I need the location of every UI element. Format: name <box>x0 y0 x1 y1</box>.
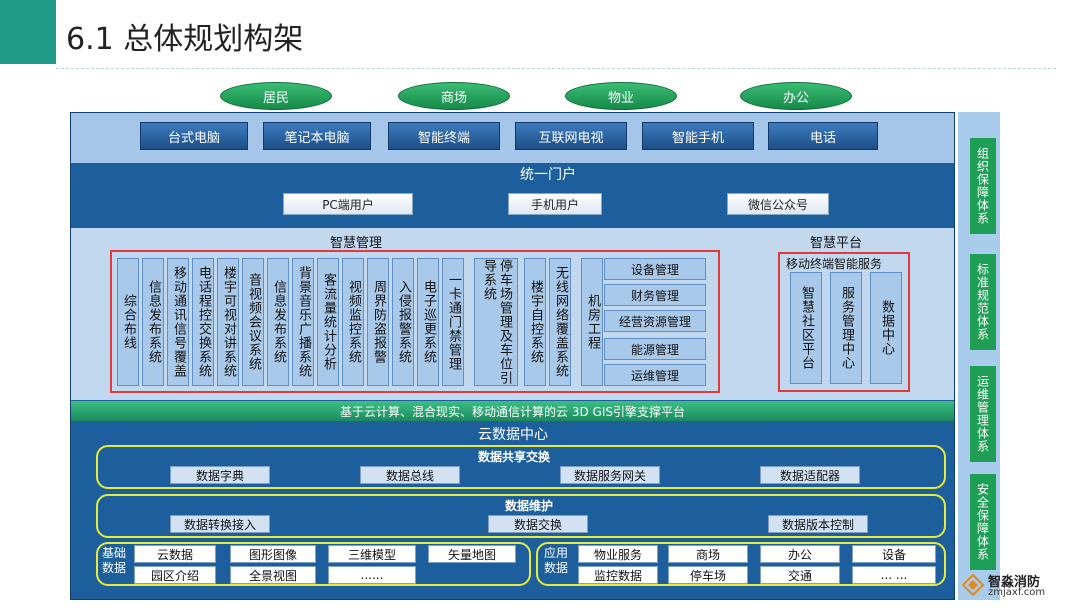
share-bus: 数据总线 <box>360 466 460 484</box>
mgmt-system-2: 移动通讯信号覆盖 <box>167 258 189 386</box>
mgmt-system-0: 综合布线 <box>117 258 139 386</box>
app-data-label: 应用数据 <box>544 546 569 575</box>
share-dictionary: 数据字典 <box>170 466 270 484</box>
title-accent-bar <box>0 0 56 64</box>
app-mall: 商场 <box>668 545 748 563</box>
device-desktop: 台式电脑 <box>140 122 248 150</box>
app-traffic: 交通 <box>760 566 840 584</box>
side-organization: 组织保障体系 <box>970 138 996 234</box>
smart-platform-box <box>778 252 910 392</box>
platform-service-center: 服务管理中心 <box>830 272 862 384</box>
mgmt-operations: 运维管理 <box>604 364 706 386</box>
maintain-version: 数据版本控制 <box>768 515 868 533</box>
data-maintain-box <box>96 494 946 538</box>
mgmt-system-5: 音视频会议系统 <box>242 258 264 386</box>
mgmt-system-3: 电话程控交换系统 <box>192 258 214 386</box>
app-parking: 停车场 <box>668 566 748 584</box>
mgmt-system-4: 楼宇可视对讲系统 <box>217 258 239 386</box>
mgmt-system-16: 无线网络覆盖系统 <box>549 258 571 386</box>
watermark-url: zmjaxf.com <box>988 587 1046 598</box>
mgmt-system-10: 周界防盗报警 <box>367 258 389 386</box>
page-title: 6.1 总体规划构架 <box>66 22 304 57</box>
mgmt-system-8: 客流量统计分析 <box>317 258 339 386</box>
basic-vector-map: 矢量地图 <box>428 545 516 563</box>
user-oval-property: 物业 <box>565 82 677 110</box>
device-smart-terminal: 智能终端 <box>388 122 500 150</box>
basic-cloud-data: 云数据 <box>134 545 216 563</box>
platform-community: 智慧社区平台 <box>790 272 822 384</box>
mgmt-device: 设备管理 <box>604 258 706 280</box>
app-office: 办公 <box>760 545 840 563</box>
app-more: ... ... <box>852 566 936 584</box>
maintain-convert: 数据转换接入 <box>170 515 270 533</box>
mgmt-system-6: 信息发布系统 <box>267 258 289 386</box>
mgmt-resources: 经营资源管理 <box>604 310 706 332</box>
data-share-title: 数据共享交换 <box>478 450 551 464</box>
app-monitoring: 监控数据 <box>578 566 658 584</box>
side-security: 安全保障体系 <box>970 474 996 570</box>
basic-park-intro: 园区介绍 <box>134 566 216 584</box>
data-center-title: 云数据中心 <box>478 427 548 443</box>
user-oval-mall: 商场 <box>398 82 510 110</box>
smart-mgmt-box <box>110 250 720 393</box>
portal-title: 统一门户 <box>520 167 576 183</box>
mgmt-system-17: 机房工程 <box>581 258 603 386</box>
smart-platform-subtitle: 移动终端智能服务 <box>786 257 883 271</box>
mgmt-system-7: 背景音乐广播系统 <box>292 258 314 386</box>
title-divider <box>56 68 1056 69</box>
portal-wechat: 微信公众号 <box>727 193 829 215</box>
smart-platform-title: 智慧平台 <box>810 236 863 251</box>
device-smartphone: 智能手机 <box>642 122 754 150</box>
mgmt-system-9: 视频监控系统 <box>342 258 364 386</box>
basic-more: ...... <box>328 566 416 584</box>
side-operations: 运维管理体系 <box>970 366 996 462</box>
cloud-gis-bar: 基于云计算、混合现实、移动通信计算的云 3D GIS引擎支撑平台 <box>71 401 954 421</box>
share-adapter: 数据适配器 <box>760 466 860 484</box>
basic-data-label: 基础数据 <box>102 546 127 575</box>
basic-panorama: 全景视图 <box>230 566 316 584</box>
basic-graphics: 图形图像 <box>230 545 316 563</box>
share-gateway: 数据服务网关 <box>560 466 660 484</box>
mgmt-system-12: 电子巡更系统 <box>417 258 439 386</box>
maintain-exchange: 数据交换 <box>488 515 588 533</box>
portal-pc-user: PC端用户 <box>283 193 413 215</box>
device-telephone: 电话 <box>768 122 878 150</box>
mgmt-system-1: 信息发布系统 <box>142 258 164 386</box>
mgmt-system-14: 停车场管理及车位引导系统 <box>474 258 518 386</box>
device-laptop: 笔记本电脑 <box>263 122 371 150</box>
mgmt-energy: 能源管理 <box>604 338 706 360</box>
side-standards: 标准规范体系 <box>970 254 996 350</box>
watermark-logo-icon <box>961 573 985 597</box>
mgmt-system-11: 入侵报警系统 <box>392 258 414 386</box>
portal-mobile-user: 手机用户 <box>508 193 602 215</box>
user-oval-office: 办公 <box>740 82 852 110</box>
app-equipment: 设备 <box>852 545 936 563</box>
data-maintain-title: 数据维护 <box>505 499 554 513</box>
device-internet-tv: 互联网电视 <box>515 122 627 150</box>
platform-data-center: 数据中心 <box>870 272 902 384</box>
user-oval-resident: 居民 <box>220 82 332 110</box>
mgmt-finance: 财务管理 <box>604 284 706 306</box>
smart-mgmt-title: 智慧管理 <box>330 236 383 251</box>
data-share-box <box>96 445 946 489</box>
mgmt-system-13: 一卡通门禁管理 <box>442 258 464 386</box>
basic-3d-model: 三维模型 <box>328 545 416 563</box>
app-data-box <box>536 542 946 586</box>
app-property: 物业服务 <box>578 545 658 563</box>
watermark-name: 智淼消防 <box>988 575 1041 590</box>
mgmt-system-15: 楼宇自控系统 <box>524 258 546 386</box>
basic-data-box <box>96 542 531 586</box>
